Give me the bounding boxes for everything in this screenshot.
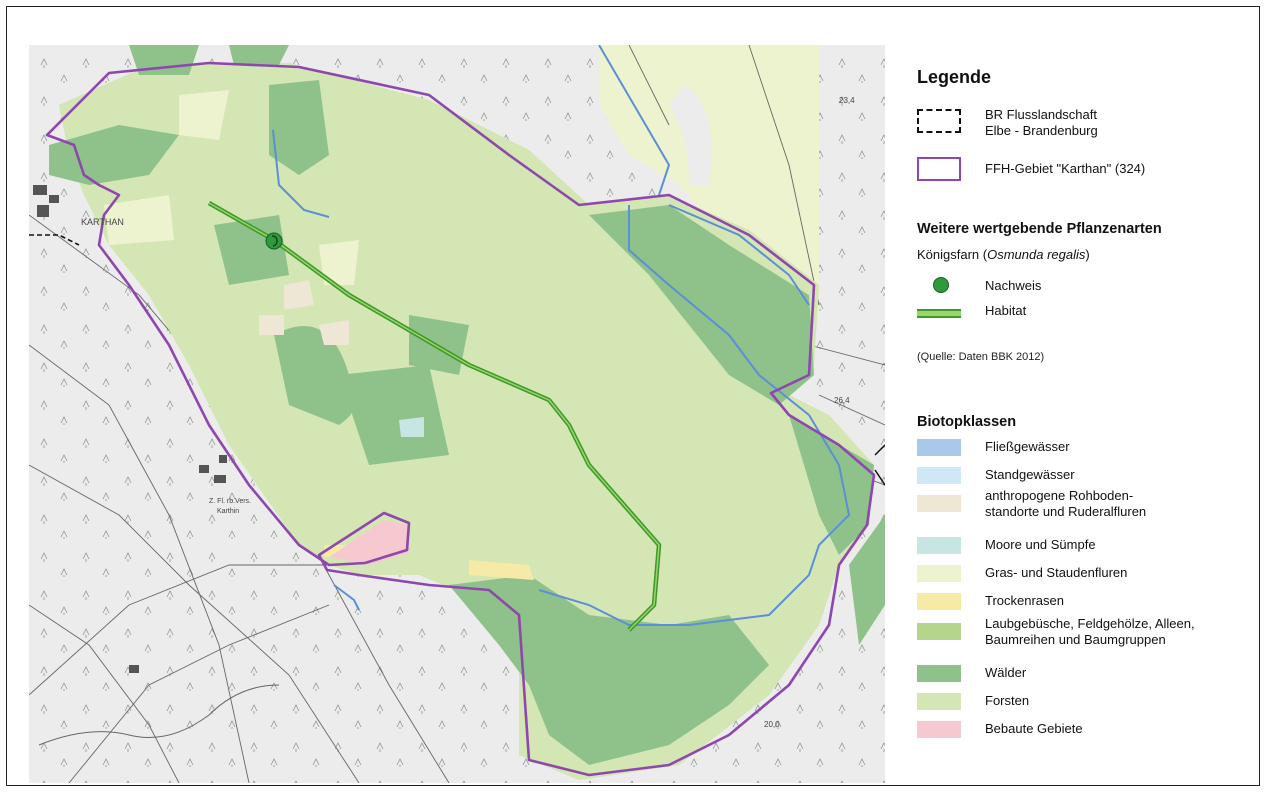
habitat-label: Habitat: [985, 303, 1027, 318]
biotop-label: Laubgebüsche, Feldgehölze, Alleen,Baumre…: [985, 616, 1195, 647]
species-label: Königsfarn (Osmunda regalis): [917, 247, 1090, 262]
biotop-label: Bebaute Gebiete: [985, 721, 1083, 736]
br-boundary-symbol: [917, 109, 961, 133]
woodland-patches: [49, 45, 885, 765]
ffh-boundary-symbol: [917, 157, 961, 181]
ffh-boundary-label: FFH-Gebiet "Karthan" (324): [985, 161, 1146, 176]
village-buildings: [33, 185, 227, 673]
meadow-patches: [104, 90, 534, 580]
river-lines: [272, 45, 851, 626]
biotop-swatch: [917, 439, 961, 456]
place-label-karthin: Z. Fl. rb.Vers.: [209, 498, 251, 505]
nachweis-label: Nachweis: [985, 278, 1042, 293]
br-boundary-fragment: [29, 234, 80, 246]
legend-title: Legende: [917, 67, 992, 87]
source-note: (Quelle: Daten BBK 2012): [917, 351, 1045, 363]
biotop-swatch: [917, 693, 961, 710]
br-boundary-label: BR Flusslandschaft Elbe - Brandenburg: [985, 107, 1098, 138]
built-area-karthan: [329, 520, 409, 565]
nachweis-marker[interactable]: [265, 232, 283, 250]
biotop-swatch: [917, 721, 961, 738]
topo-road-lines: [29, 45, 885, 783]
map-canvas[interactable]: KARTHAN Z. Fl. rb.Vers. Karthin 23,4 26,…: [29, 45, 885, 783]
plants-heading: Weitere wertgebende Pflanzenarten: [917, 221, 1162, 237]
biotop-heading: Biotopklassen: [917, 414, 1017, 430]
biotop-label: Gras- und Staudenfluren: [985, 565, 1128, 580]
br-boundary-fragment-east: [874, 444, 885, 486]
biotop-label: Wälder: [985, 665, 1027, 680]
map-area[interactable]: KARTHAN Z. Fl. rb.Vers. Karthin 23,4 26,…: [29, 45, 885, 783]
biotop-swatch: [917, 593, 961, 610]
ffh-boundary: [45, 61, 876, 777]
elevation-label: 26,4: [834, 396, 850, 405]
topo-creek: [38, 684, 280, 746]
biotop-swatch: [917, 467, 961, 484]
biotop-swatch: [917, 665, 961, 682]
biotop-label: Moore und Sümpfe: [985, 537, 1096, 552]
habitat-symbol: [917, 309, 961, 318]
nachweis-icon: [933, 277, 949, 293]
biotop-swatch: [917, 623, 961, 640]
elevation-label: 23,4: [839, 96, 855, 105]
biotop-label: Standgewässer: [985, 467, 1075, 482]
biotop-swatch: [917, 565, 961, 582]
topo-patch: [669, 85, 712, 185]
biotop-label: Forsten: [985, 693, 1030, 708]
map-frame: KARTHAN Z. Fl. rb.Vers. Karthin 23,4 26,…: [6, 6, 1260, 786]
biotop-swatch: [917, 495, 961, 512]
place-label-karthan: KARTHAN: [81, 217, 124, 227]
habitat-line: [207, 201, 662, 632]
legend-panel: Legende BR Flusslandschaft Elbe - Brande…: [915, 67, 1255, 738]
biotop-label: Fließgewässer: [985, 439, 1070, 454]
svg-text:Karthin: Karthin: [217, 508, 239, 515]
biotop-swatch: [917, 537, 961, 554]
elevation-label: 20,0: [764, 720, 780, 729]
biotop-label: Trockenrasen: [985, 593, 1064, 608]
biotop-label: anthropogene Rohboden-standorte und Rude…: [985, 488, 1147, 519]
